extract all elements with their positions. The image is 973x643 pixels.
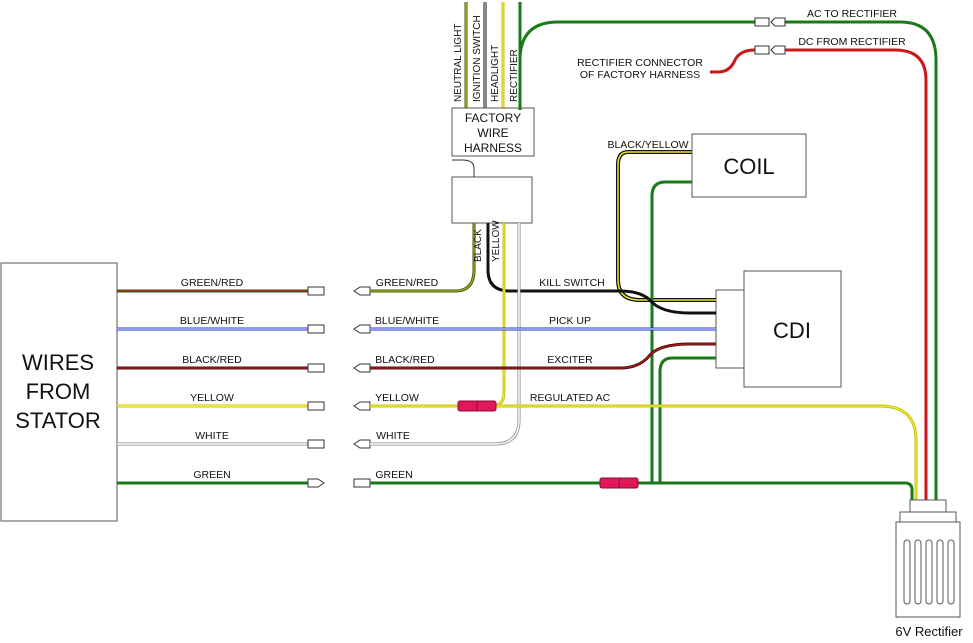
ac-rectifier-wire: AC TO RECTIFIER (518, 8, 938, 500)
stator-box: WIRES FROM STATOR (0, 262, 118, 522)
stator-line-3: STATOR (15, 408, 101, 433)
stator-wire-label-2: BLUE/WHITE (180, 315, 244, 327)
rectifier-label: 6V Rectifier (895, 624, 963, 639)
dc-rectifier-wire: DC FROM RECTIFIER RECTIFIER CONNECTOR OF… (577, 36, 928, 500)
harness-wire-headlight: HEADLIGHT (490, 45, 501, 102)
right-label-blue-white: BLUE/WHITE (375, 315, 439, 327)
connector-female-2 (307, 324, 325, 334)
harness-line-3: HARNESS (464, 141, 522, 155)
connector-female-3 (307, 363, 325, 373)
coil: COIL (691, 133, 807, 198)
green-red-right: GREEN/RED BLACK YELLOW (370, 220, 502, 293)
stator-line-1: WIRES (22, 350, 94, 375)
label-black-yellow: BLACK/YELLOW (607, 139, 688, 151)
green-right: GREEN (370, 469, 914, 500)
connector-wire-black: BLACK (473, 229, 484, 262)
right-label-white: WHITE (376, 430, 410, 442)
stator-wire-label-1: GREEN/RED (181, 277, 244, 289)
harness-wire-neutral: NEUTRAL LIGHT (453, 23, 464, 102)
white-vertical: WHITE (370, 223, 521, 446)
kill-switch-wire: KILL SWITCH (486, 223, 716, 315)
right-connectors (353, 286, 371, 488)
connector-female-4 (307, 401, 325, 411)
connector-female-1 (307, 286, 325, 296)
right-label-green-red: GREEN/RED (376, 277, 439, 289)
label-kill-switch: KILL SWITCH (539, 277, 605, 289)
right-label-green: GREEN (375, 469, 412, 481)
label-dc-from-rectifier: DC FROM RECTIFIER (798, 36, 906, 48)
coil-label: COIL (723, 154, 774, 179)
stator-line-2: FROM (26, 379, 91, 404)
connector-female-5 (307, 439, 325, 449)
right-label-black-red: BLACK/RED (375, 354, 435, 366)
harness-line-2: WIRE (477, 126, 508, 140)
cdi: CDI (715, 270, 842, 388)
label-pick-up: PICK UP (549, 315, 591, 327)
connector-box (451, 176, 533, 224)
label-regulated-ac: REGULATED AC (530, 392, 611, 404)
rectifier: 6V Rectifier (895, 499, 963, 639)
stator-wires: GREEN/RED BLUE/WHITE BLACK/RED YELLOW WH… (117, 277, 325, 488)
label-ac-to-rectifier: AC TO RECTIFIER (807, 8, 897, 20)
cdi-label: CDI (773, 318, 811, 343)
connector-male-6 (307, 478, 325, 488)
black-red-right: BLACK/RED EXCITER (370, 342, 716, 370)
coil-black-yellow-wire: BLACK/YELLOW (607, 139, 716, 302)
harness-wire-ignition: IGNITION SWITCH (472, 15, 483, 102)
stator-wire-label-4: YELLOW (190, 392, 234, 404)
yellow-right: YELLOW REGULATED AC (370, 392, 918, 500)
label-rect-conn-1: RECTIFIER CONNECTOR (577, 57, 703, 69)
coil-green-wire (650, 180, 716, 483)
label-exciter: EXCITER (547, 354, 593, 366)
black-connector-up (452, 159, 475, 177)
stator-wire-label-6: GREEN (193, 469, 230, 481)
connector-wire-yellow: YELLOW (491, 220, 502, 262)
label-rect-conn-2: OF FACTORY HARNESS (580, 69, 700, 81)
right-label-yellow: YELLOW (375, 392, 419, 404)
factory-harness: NEUTRAL LIGHT IGNITION SWITCH HEADLIGHT … (451, 2, 535, 157)
stator-wire-label-5: WHITE (195, 430, 229, 442)
harness-line-1: FACTORY (465, 111, 521, 125)
stator-wire-label-3: BLACK/RED (182, 354, 242, 366)
blue-white-right: BLUE/WHITE PICK UP (370, 315, 716, 331)
harness-wire-rectifier: RECTIFIER (509, 49, 520, 102)
